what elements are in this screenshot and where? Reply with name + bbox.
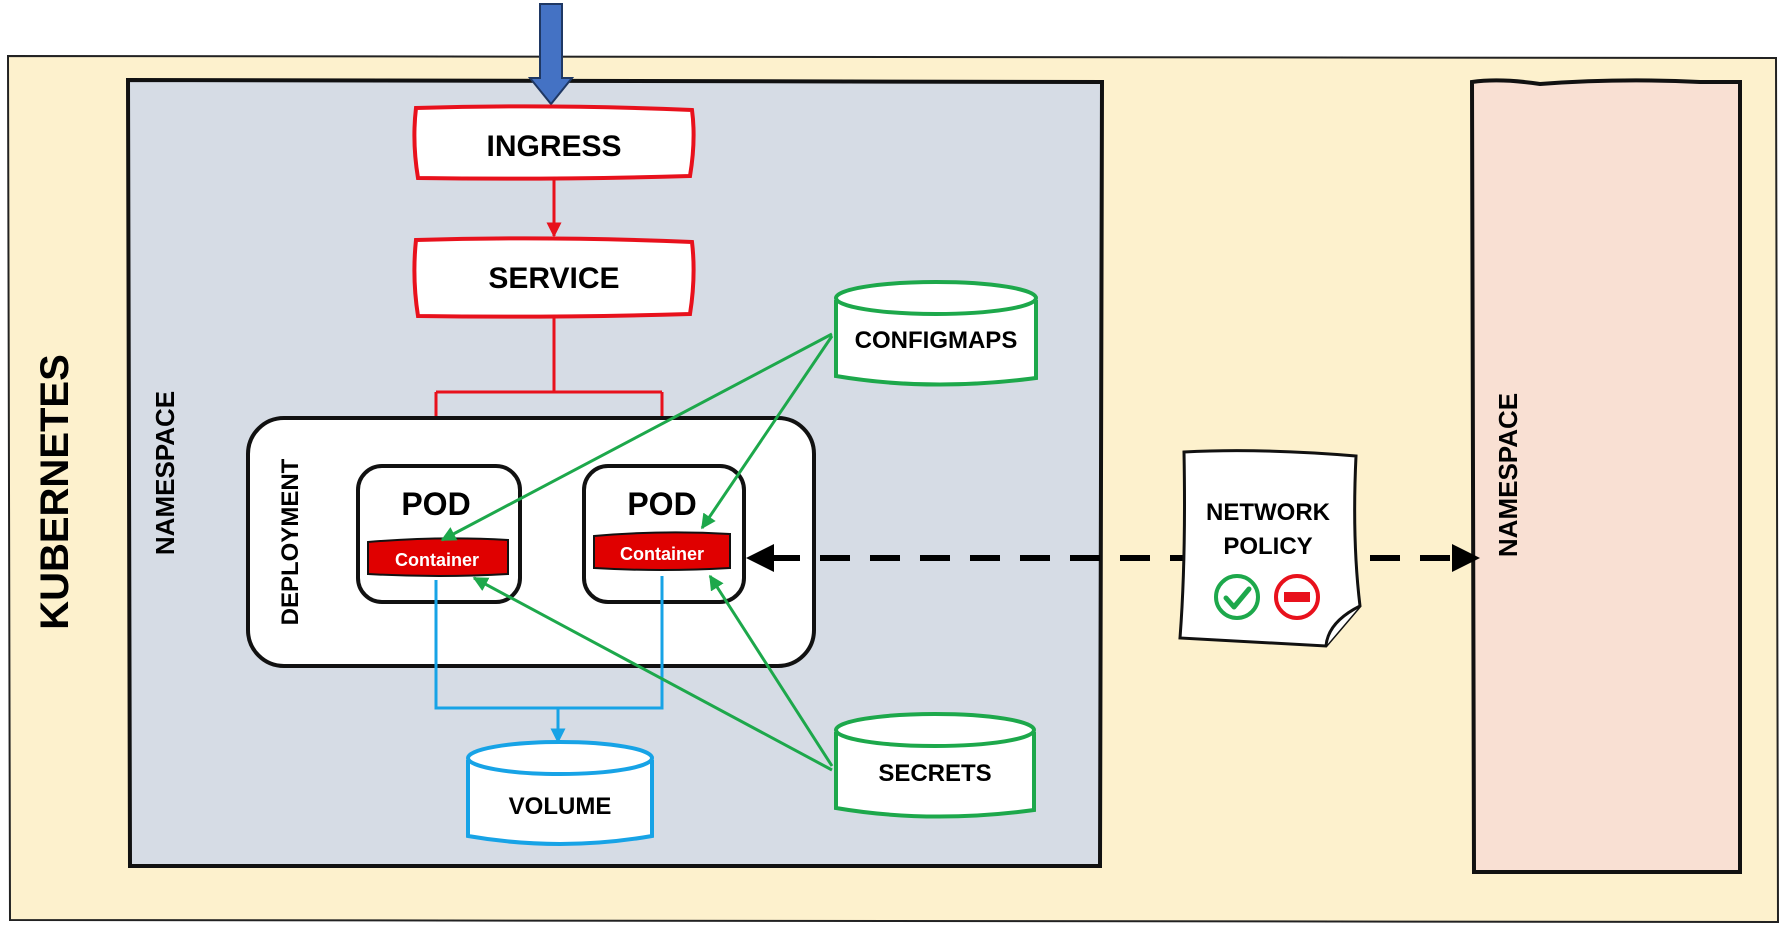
pod-2-label: POD (627, 486, 696, 522)
pod-2-container-label: Container (620, 544, 704, 564)
namespace-right: NAMESPACE (1469, 78, 1742, 874)
service-to-pods-connector (436, 318, 662, 394)
network-policy-label-line2: POLICY (1223, 533, 1312, 560)
deployment-label: DEPLOYMENT (277, 458, 304, 625)
pod-1-container (367, 537, 509, 577)
pod-1: POD Container (356, 464, 522, 604)
no-entry-icon (1274, 574, 1320, 620)
secrets-label: SECRETS (878, 760, 991, 787)
configmaps-store: CONFIGMAPS (834, 280, 1038, 387)
kubernetes-label: KUBERNETES (33, 354, 77, 630)
network-policy-label-line1: NETWORK (1206, 499, 1331, 526)
configmaps-label: CONFIGMAPS (855, 327, 1018, 354)
service-label: SERVICE (488, 262, 619, 295)
namespace-right-label: NAMESPACE (1493, 393, 1523, 557)
configmaps-to-container1-arrow (440, 332, 833, 542)
network-policy-arrowhead-right (1452, 544, 1480, 572)
check-circle-icon (1214, 574, 1260, 620)
pod-1-container-label: Container (395, 550, 479, 570)
volume-label: VOLUME (509, 793, 612, 820)
pod-1-label: POD (401, 486, 470, 522)
network-policy-document: NETWORK POLICY (1178, 449, 1362, 648)
ingress-arrow (527, 3, 575, 106)
containers-to-volume-connector (434, 576, 664, 710)
configmaps-to-container2-arrow (700, 335, 834, 530)
network-policy-arrowhead-left (746, 544, 774, 572)
secrets-to-container2-arrow (708, 574, 834, 767)
pod-2-container (593, 531, 731, 571)
secrets-to-container1-arrow (472, 576, 833, 772)
ingress-box: INGRESS (412, 104, 696, 181)
secrets-store: SECRETS (834, 712, 1036, 819)
service-box: SERVICE (412, 236, 696, 319)
volume-store: VOLUME (466, 740, 654, 846)
namespace-left-label: NAMESPACE (150, 391, 180, 555)
ingress-label: INGRESS (486, 130, 621, 163)
pod-2: POD Container (582, 464, 746, 604)
